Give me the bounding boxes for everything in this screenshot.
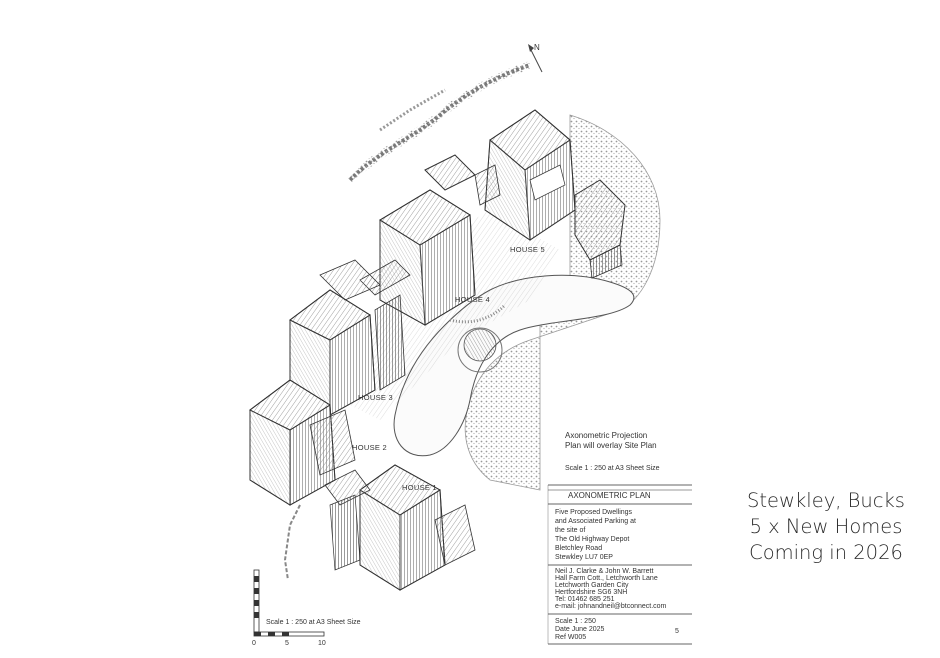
client-line-5: Tel: 01462 685 251 (555, 596, 615, 603)
house-label-2: HOUSE 2 (352, 443, 387, 452)
house-1 (324, 464, 476, 591)
client-line-2: Hall Farm Cott., Letchworth Lane (555, 575, 658, 582)
house-label-1: HOUSE 1 (402, 483, 437, 492)
north-label: N (534, 43, 540, 52)
scale-bar-caption: Scale 1 : 250 at A3 Sheet Size (266, 619, 361, 626)
title-block-title: AXONOMETRIC PLAN (568, 491, 651, 500)
title-block: AXONOMETRIC PLAN Five Proposed Dwellings… (547, 484, 692, 645)
description-line-1: Five Proposed Dwellings (555, 509, 633, 516)
description-line-5: Bletchley Road (555, 545, 602, 552)
axonometric-plan-drawing: N (249, 43, 692, 647)
north-arrow-icon: N (528, 43, 543, 73)
projection-note-line-1: Axonometric Projection (565, 431, 647, 440)
house-3 (289, 259, 406, 416)
description-line-2: and Associated Parking at (555, 518, 636, 525)
scale-tick-5: 5 (285, 640, 289, 647)
house-label-5: HOUSE 5 (510, 245, 545, 254)
client-line-6: e-mail: johnandneil@btconnect.com (555, 603, 667, 610)
description-line-4: The Old Highway Depot (555, 536, 629, 543)
description-line-6: Stewkley LU7 0EP (555, 554, 613, 561)
house-2 (249, 379, 356, 506)
client-line-1: Neil J. Clarke & John W. Barrett (555, 568, 653, 575)
house-label-3: HOUSE 3 (358, 393, 393, 402)
client-line-3: Letchworth Garden City (555, 582, 629, 589)
title-block-ref: Ref W005 (555, 634, 586, 641)
promo-caption: Stewkley, Bucks 5 x New Homes Coming in … (736, 488, 916, 566)
title-block-scale: Scale 1 : 250 (555, 618, 596, 625)
scale-tick-0: 0 (252, 640, 256, 647)
sheet-number: 5 (675, 628, 679, 635)
projection-note-line-2: Plan will overlay Site Plan (565, 441, 657, 450)
scale-bar: 0 5 10 Scale 1 : 250 at A3 Sheet Size (252, 569, 361, 647)
client-line-4: Hertfordshire SG6 3NH (555, 589, 627, 596)
house-4 (359, 154, 501, 326)
description-line-3: the site of (555, 527, 585, 534)
house-label-4: HOUSE 4 (455, 295, 490, 304)
caption-line-homes: 5 x New Homes (749, 515, 903, 538)
caption-line-date: Coming in 2026 (749, 541, 903, 564)
house-5 (484, 109, 626, 279)
caption-line-location: Stewkley, Bucks (747, 489, 905, 512)
scale-tick-10: 10 (318, 640, 326, 647)
boundary-hedges (283, 61, 532, 581)
scale-note: Scale 1 : 250 at A3 Sheet Size (565, 465, 660, 472)
title-block-date: Date June 2025 (555, 626, 605, 633)
